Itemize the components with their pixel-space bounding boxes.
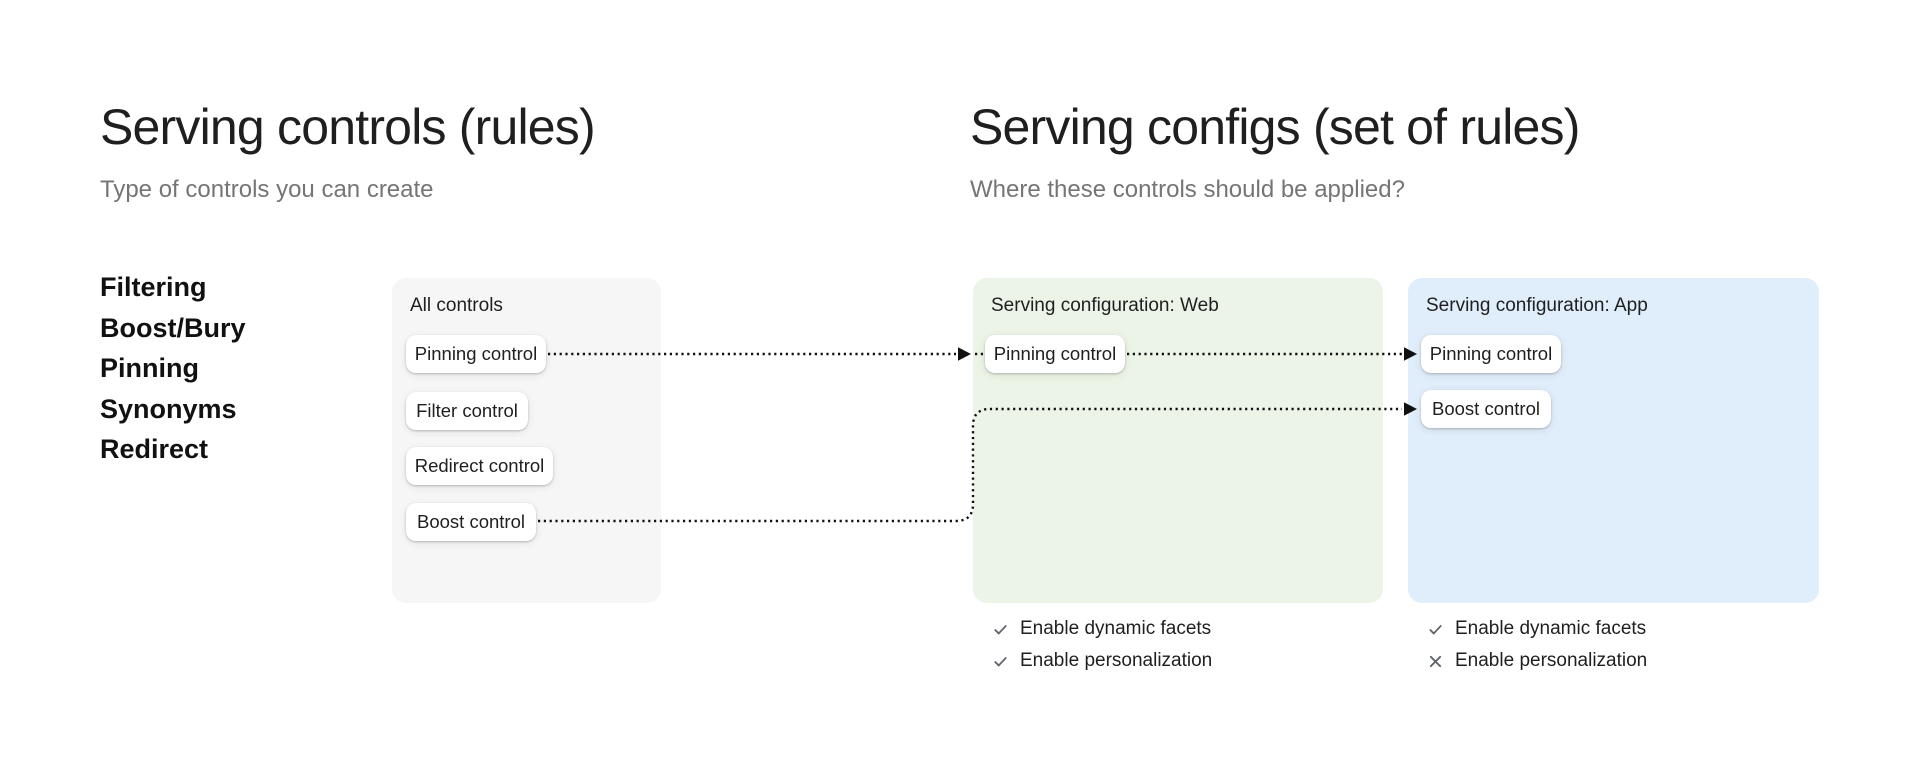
app-feature-personalization: Enable personalization bbox=[1428, 650, 1648, 671]
all-controls-card-title: All controls bbox=[410, 295, 503, 316]
app-boost-control-chip: Boost control bbox=[1421, 390, 1551, 428]
control-type-redirect: Redirect bbox=[100, 434, 209, 464]
arrowhead-into-web-icon bbox=[958, 347, 971, 361]
cross-icon bbox=[1429, 655, 1442, 667]
right-section-title: Serving configs (set of rules) bbox=[970, 99, 1580, 155]
app-card-title: Serving configuration: App bbox=[1426, 295, 1648, 316]
boost-control-chip: Boost control bbox=[406, 503, 536, 541]
control-type-pinning: Pinning bbox=[100, 353, 199, 383]
left-section-title: Serving controls (rules) bbox=[100, 99, 596, 155]
feature-label: Enable dynamic facets bbox=[1020, 618, 1212, 639]
app-feature-dynamic-facets: Enable dynamic facets bbox=[1428, 618, 1647, 639]
control-type-boost-bury: Boost/Bury bbox=[100, 312, 246, 343]
control-types-list: Filtering Boost/Bury Pinning Synonyms Re… bbox=[100, 267, 246, 470]
feature-label: Enable dynamic facets bbox=[1455, 618, 1647, 639]
feature-label: Enable personalization bbox=[1455, 650, 1648, 671]
feature-label: Enable personalization bbox=[1020, 650, 1213, 671]
check-icon bbox=[994, 656, 1007, 667]
web-card-features: Enable dynamic facets Enable personaliza… bbox=[993, 618, 1213, 683]
control-type-synonyms: Synonyms bbox=[100, 393, 237, 424]
serving-config-app-card bbox=[1408, 278, 1819, 603]
pinning-control-chip: Pinning control bbox=[406, 335, 546, 373]
app-pinning-control-chip: Pinning control bbox=[1421, 335, 1561, 373]
redirect-control-chip: Redirect control bbox=[406, 447, 553, 485]
left-section-subtitle: Type of controls you can create bbox=[100, 176, 434, 203]
control-type-filtering: Filtering bbox=[100, 272, 207, 302]
web-feature-dynamic-facets: Enable dynamic facets bbox=[993, 618, 1212, 639]
web-pinning-control-chip: Pinning control bbox=[985, 335, 1125, 373]
web-card-title: Serving configuration: Web bbox=[991, 295, 1219, 316]
check-icon bbox=[994, 624, 1007, 635]
web-feature-personalization: Enable personalization bbox=[993, 650, 1213, 671]
check-icon bbox=[1429, 624, 1442, 635]
serving-config-web-card bbox=[973, 278, 1383, 603]
app-card-features: Enable dynamic facets Enable personaliza… bbox=[1428, 618, 1648, 683]
right-section-subtitle: Where these controls should be applied? bbox=[970, 176, 1405, 203]
all-controls-card bbox=[392, 278, 661, 603]
filter-control-chip: Filter control bbox=[406, 392, 528, 430]
